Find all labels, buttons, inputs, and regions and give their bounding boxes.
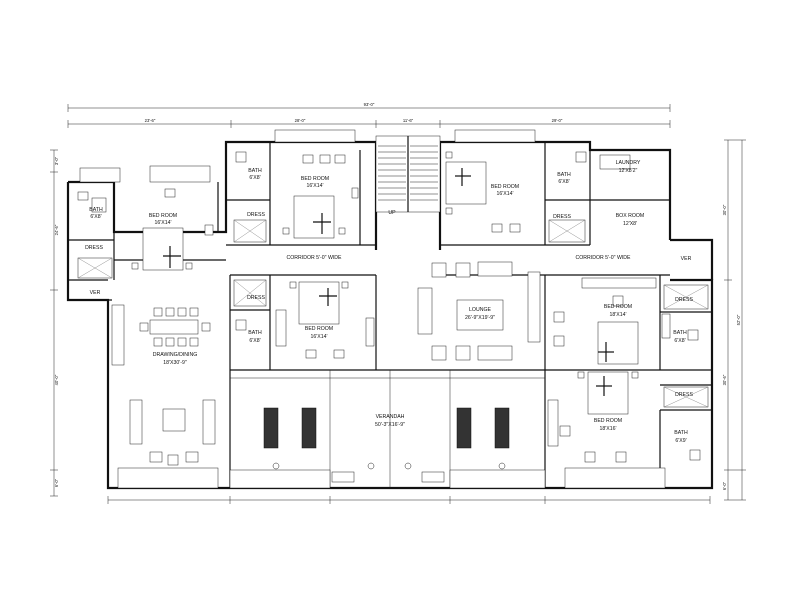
left-dim-1: 3'-0" [54, 156, 59, 165]
size-bedroom-mid: 16'X14' [311, 334, 328, 340]
bed-left [142, 227, 184, 271]
label-bath-top: BATH [248, 168, 262, 174]
size-bath-top: 6'X8' [249, 175, 260, 181]
size-laundry: 12'X8'2" [619, 168, 638, 174]
label-bedroom-mid: BED ROOM [305, 326, 333, 332]
laundry-counter [599, 154, 631, 170]
label-lounge: LOUNGE [469, 307, 491, 313]
right-dim-4: 6'-0" [722, 481, 727, 490]
size-bath-right-mid: 6'X8' [674, 338, 685, 344]
interior-walls [68, 129, 712, 489]
label-dress-left: DRESS [85, 245, 103, 251]
label-bath-mid: BATH [248, 330, 262, 336]
overall-width-label: 93'-0" [364, 102, 375, 107]
stair: UP [375, 135, 441, 216]
wc-top [235, 151, 247, 163]
label-bedroom-top-right: BED ROOM [491, 184, 519, 190]
label-bedroom-top: BED ROOM [301, 176, 329, 182]
left-dim-2: 24'-6" [54, 224, 59, 235]
label-bedroom-right-low: BED ROOM [594, 418, 622, 424]
size-drawing-dining: 18'X30'-9" [163, 360, 187, 366]
bed-top-right [445, 161, 487, 205]
label-bath-left: BATH [89, 207, 103, 213]
label-bedroom-left: BED ROOM [149, 213, 177, 219]
label-corridor-left: CORRIDOR 5'-0" WIDE [287, 255, 343, 261]
size-bedroom-top: 16'X14' [307, 183, 324, 189]
size-bath-mid: 6'X8' [249, 338, 260, 344]
dining-table [149, 319, 199, 335]
left-dim-3: 40'-0" [54, 374, 59, 385]
label-dress-top-right: DRESS [553, 214, 571, 220]
right-dimensions: 30'-0" 52'-0" 30'-6" 6'-0" [722, 139, 746, 501]
right-dim-2: 52'-0" [736, 314, 741, 325]
label-bath-right-mid: BATH [673, 330, 687, 336]
shower-left [91, 197, 107, 213]
bed-top [293, 195, 335, 239]
lounger-4 [494, 407, 510, 449]
lounger-2 [301, 407, 317, 449]
top-segment-2: 28'-0" [295, 118, 306, 123]
bed-right-low [587, 371, 629, 415]
lounge-table [456, 299, 504, 331]
label-ver-left: VER [90, 290, 101, 296]
label-bath-top-right: BATH [557, 172, 571, 178]
size-bedroom-top-right: 16'X14' [497, 191, 514, 197]
bed-right-mid [597, 321, 639, 365]
label-dress-right-mid: DRESS [675, 297, 693, 303]
stair-up-label: UP [388, 210, 396, 216]
lounger-1 [263, 407, 279, 449]
top-segment-1: 23'-6" [145, 118, 156, 123]
top-segment-3: 11'-6" [403, 118, 414, 123]
size-bedroom-right-mid: 18'X14' [610, 312, 627, 318]
size-bath-left: 6'X8' [90, 214, 101, 220]
label-dress-mid: DRESS [247, 295, 265, 301]
size-lounge: 26'-9"X19'-9" [465, 315, 495, 321]
label-bedroom-right-mid: BED ROOM [604, 304, 632, 310]
bottom-dimensions [107, 496, 711, 504]
bed-mid [298, 281, 340, 325]
label-dress-top: DRESS [247, 212, 265, 218]
size-bedroom-right-low: 18'X16' [600, 426, 617, 432]
label-box-room: BOX ROOM [616, 213, 645, 219]
size-verandah: 50'-3"X16'-9" [375, 422, 405, 428]
label-corridor-right: CORRIDOR 5'-0" WIDE [576, 255, 632, 261]
wc-left [77, 191, 89, 201]
tv-left [164, 188, 176, 198]
label-laundry: LAUNDRY [616, 160, 641, 166]
wc-right-low [689, 449, 701, 461]
label-verandah: VERANDAH [376, 414, 405, 420]
label-drawing-dining: DRAWING/DINING [153, 352, 197, 358]
size-bath-right-low: 6'X9' [675, 438, 686, 444]
wc-right-mid [687, 329, 699, 341]
top-dimensions: 93'-0" 23'-6" 28'-0" 11'-6" 29'-0" [67, 102, 671, 128]
label-ver-right: VER [681, 256, 692, 262]
wc-mid [235, 319, 247, 331]
lounger-3 [456, 407, 472, 449]
furniture [77, 151, 701, 470]
right-dim-1: 30'-0" [722, 204, 727, 215]
left-dim-4: 6'-0" [54, 478, 59, 487]
size-bath-top-right: 6'X8' [558, 179, 569, 185]
right-dim-3: 30'-6" [722, 374, 727, 385]
room-labels: BATH 6'X8' DRESS BED ROOM 16'X14' BATH 6… [85, 160, 693, 444]
wc-top-right [575, 151, 587, 163]
wardrobes [77, 219, 709, 408]
size-box-room: 12'X8' [623, 221, 637, 227]
label-dress-right-low: DRESS [675, 392, 693, 398]
coffee-table [162, 408, 186, 432]
size-bedroom-left: 16'X14' [155, 220, 172, 226]
left-dimensions: 3'-0" 24'-6" 40'-0" 6'-0" [50, 149, 59, 497]
top-segment-4: 29'-0" [552, 118, 563, 123]
label-bath-right-low: BATH [674, 430, 688, 436]
